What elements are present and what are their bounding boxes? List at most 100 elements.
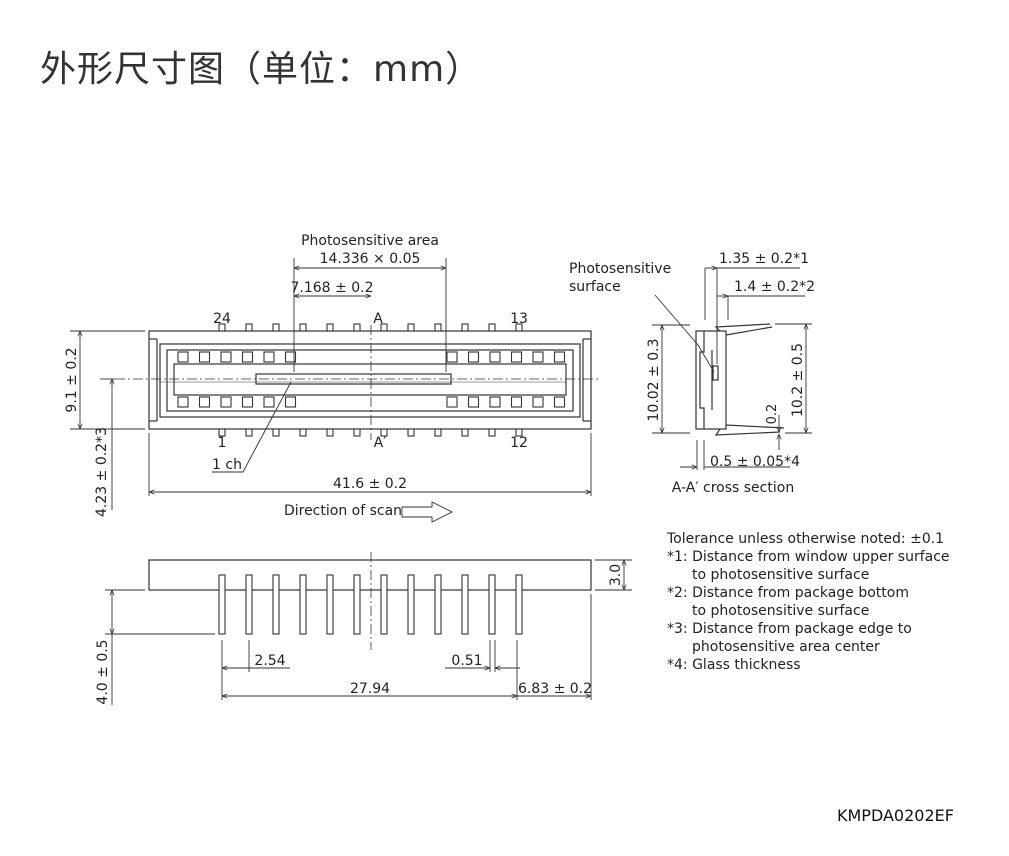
bond-pad-bottom	[553, 396, 566, 408]
dim-offset: 6.83 ± 0.2	[518, 681, 592, 697]
bond-pad-top	[177, 351, 189, 363]
pin-stub-bottom	[353, 428, 361, 437]
bond-pad-bottom	[263, 396, 275, 408]
pin-stub-bottom	[461, 428, 469, 437]
pin-stub-bottom	[434, 428, 442, 437]
window	[173, 363, 567, 396]
dim-span: 27.94	[350, 681, 390, 697]
pin-stub-bottom	[407, 428, 415, 437]
side-leads	[218, 574, 523, 635]
side-lead	[434, 574, 442, 635]
section-a-prime-label: A′	[374, 435, 387, 451]
pin-1-label: 1	[218, 435, 227, 451]
side-lead	[326, 574, 334, 635]
bond-pad-top	[510, 351, 523, 363]
pin-stub-bottom	[272, 428, 280, 437]
side-lead	[272, 574, 280, 635]
note-2: *2: Distance from package bottom	[667, 585, 909, 601]
bond-pad-bottom	[284, 396, 297, 408]
bond-pad-bottom	[510, 396, 523, 408]
bond-pad-top	[489, 351, 501, 363]
note-4: *4: Glass thickness	[667, 657, 801, 673]
pin-stub-top	[272, 323, 280, 332]
surface-label-2: surface	[569, 279, 621, 295]
photosensitive-area-dim: 14.336 × 0.05	[320, 251, 421, 267]
package-outline	[148, 330, 592, 430]
channel-label: 1 ch	[212, 457, 242, 473]
note-3: *3: Distance from package edge to	[667, 621, 912, 637]
pin-stub-top	[218, 323, 226, 332]
pin-stub-top	[461, 323, 469, 332]
bond-pad-top	[553, 351, 566, 363]
bond-pad-top	[241, 351, 254, 363]
notes-block: Tolerance unless otherwise noted: ±0.1 *…	[667, 530, 950, 674]
side-lead	[515, 574, 523, 635]
pin-stub-top	[299, 323, 307, 332]
side-lead	[488, 574, 496, 635]
bond-pad-bottom	[489, 396, 501, 408]
side-lead	[407, 574, 415, 635]
dim-height-body: 10.02 ± 0.3	[646, 339, 662, 422]
bond-pad-bottom	[220, 396, 232, 408]
pin-stub-bottom	[515, 428, 523, 437]
bond-pad-bottom	[198, 396, 211, 408]
window-frame-inner	[166, 349, 574, 412]
dim-bottom: 1.4 ± 0.2*2	[734, 279, 815, 295]
bond-pad-bottom	[532, 396, 544, 408]
width-dim: 41.6 ± 0.2	[333, 476, 407, 492]
bond-pad-bottom	[177, 396, 189, 408]
cross-section-view	[695, 323, 785, 436]
dim-height-leads: 10.2 ± 0.5	[790, 343, 806, 417]
section-a-label: A	[373, 311, 383, 327]
bond-pad-top	[532, 351, 544, 363]
bond-pad-bottom	[241, 396, 254, 408]
pin-13-label: 13	[510, 311, 528, 327]
pin-stub-top	[326, 323, 334, 332]
side-lead	[353, 574, 361, 635]
dim-pitch: 2.54	[254, 653, 285, 669]
dim-lead: 0.2	[765, 404, 780, 425]
note-1: *1: Distance from window upper surface	[667, 549, 950, 565]
top-view	[115, 325, 600, 440]
dim-lead-length: 4.0 ± 0.5	[95, 639, 111, 704]
top-pads	[177, 323, 566, 437]
bond-pad-top	[467, 351, 480, 363]
height-dim: 9.1 ± 0.2	[64, 347, 80, 412]
scan-label: Direction of scan	[284, 503, 402, 519]
pin-24-label: 24	[213, 311, 231, 327]
side-lead	[380, 574, 388, 635]
bond-pad-bottom	[446, 396, 458, 408]
dim-thickness: 3.0	[608, 564, 624, 586]
bond-pad-bottom	[467, 396, 480, 408]
side-lead	[218, 574, 226, 635]
pin-stub-bottom	[488, 428, 496, 437]
dim-window: 1.35 ± 0.2*1	[719, 251, 809, 267]
pin-12-label: 12	[510, 435, 528, 451]
side-lead	[461, 574, 469, 635]
note-1-cont: to photosensitive surface	[692, 567, 870, 583]
side-lead	[245, 574, 253, 635]
pin-stub-top	[380, 323, 388, 332]
pin-stub-bottom	[326, 428, 334, 437]
edge-dim: 4.23 ± 0.2*3	[94, 427, 110, 517]
pin-stub-top	[488, 323, 496, 332]
note-3-cont: photosensitive area center	[692, 639, 880, 655]
pin-stub-bottom	[245, 428, 253, 437]
bond-pad-top	[198, 351, 211, 363]
pin-stub-bottom	[218, 428, 226, 437]
pin-stub-top	[353, 323, 361, 332]
surface-label-1: Photosensitive	[569, 261, 671, 277]
pin-stub-top	[515, 323, 523, 332]
drawing-code: KMPDA0202EF	[837, 806, 954, 825]
cross-section-caption: A-A′ cross section	[672, 480, 794, 496]
bond-pad-top	[220, 351, 232, 363]
pin-stub-bottom	[380, 428, 388, 437]
pin-stub-top	[245, 323, 253, 332]
bond-pad-top	[446, 351, 458, 363]
bond-pad-top	[263, 351, 275, 363]
note-tolerance: Tolerance unless otherwise noted: ±0.1	[667, 531, 945, 547]
note-2-cont: to photosensitive surface	[692, 603, 870, 619]
page-title: 外形尺寸图（单位：mm）	[40, 49, 483, 90]
side-lead	[299, 574, 307, 635]
